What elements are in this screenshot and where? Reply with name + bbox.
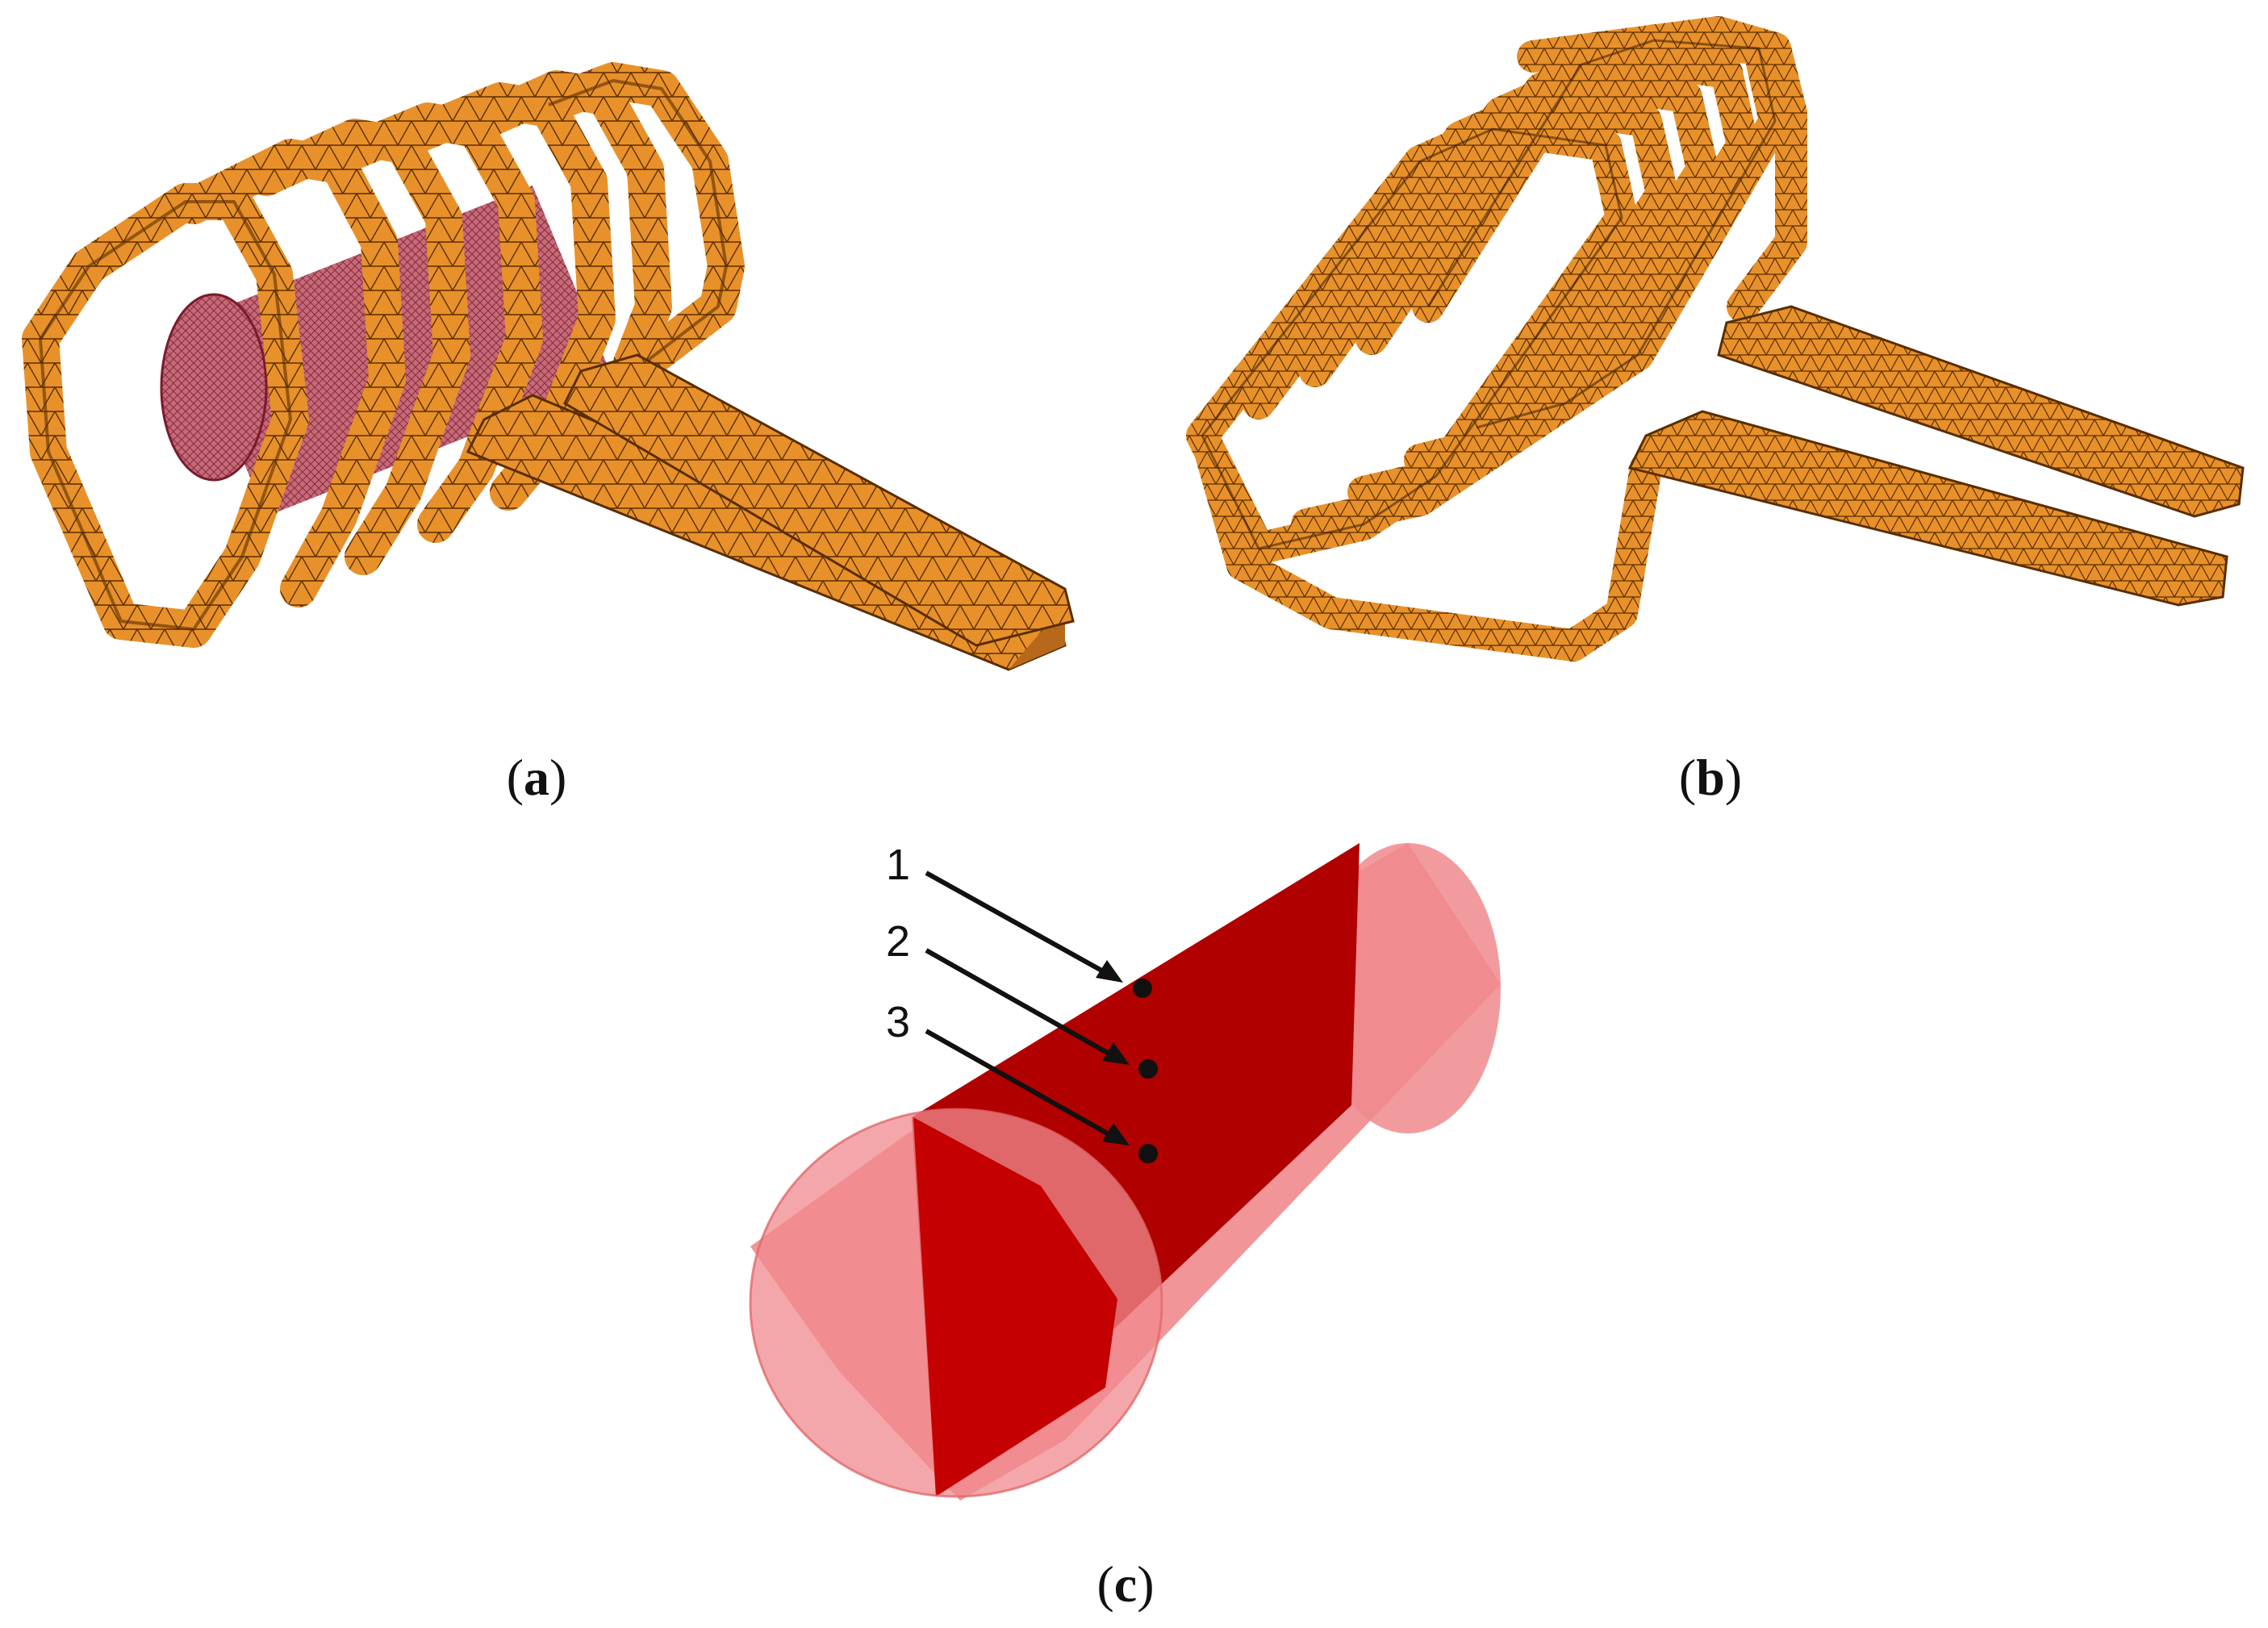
coil-b-back-loop [1517,16,1807,323]
point-marker-3 [1138,1144,1158,1163]
point-marker-1 [1133,979,1152,998]
panel-a [22,62,1075,671]
coil-mesh-tilted-icon [1186,16,2245,662]
panel-c: 1 2 3 [749,841,1501,1501]
coil-mesh-with-workpiece-icon [22,62,1075,671]
point-label-1: 1 [886,841,910,889]
coil-b-leads [1627,305,2245,607]
section-plane-front [913,1117,1117,1497]
point-label-2: 2 [886,917,910,966]
coil-leads [466,353,1075,671]
point-2: 2 [886,917,1158,1079]
caption-c: (c) [1096,1555,1154,1613]
coil-b-outer-loop [1194,436,1662,662]
arrow-2 [925,948,1119,1061]
arrow-1 [925,870,1113,979]
cylinder-cross-section-icon: 1 2 3 [749,841,1501,1501]
point-label-3: 3 [886,998,910,1046]
caption-a: (a) [507,749,567,806]
caption-b: (b) [1679,749,1742,806]
point-3: 3 [886,998,1158,1163]
point-marker-2 [1138,1059,1158,1079]
panel-b [1186,16,2245,662]
arrow-3 [925,1029,1119,1142]
point-1: 1 [886,841,1152,998]
